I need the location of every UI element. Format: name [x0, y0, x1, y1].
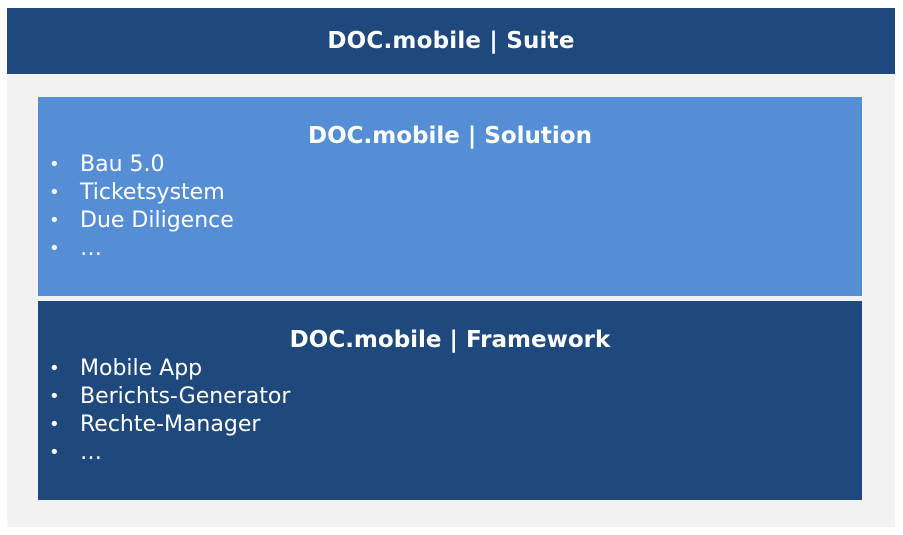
list-item: • Berichts-Generator	[38, 383, 290, 411]
list-item-label: Ticketsystem	[80, 180, 225, 205]
list-item-label: …	[80, 236, 102, 261]
list-item-label: …	[80, 440, 102, 465]
bullet-icon: •	[49, 386, 60, 407]
list-item-label: Bau 5.0	[80, 152, 165, 177]
list-item-label: Rechte-Manager	[80, 412, 261, 437]
bullet-icon: •	[49, 182, 60, 203]
list-item: • Ticketsystem	[38, 179, 234, 207]
list-item: • Rechte-Manager	[38, 411, 290, 439]
list-item: • Bau 5.0	[38, 151, 234, 179]
framework-list: • Mobile App • Berichts-Generator • Rechte-…	[38, 355, 290, 467]
list-item: •…	[38, 235, 234, 263]
bullet-icon: •	[49, 358, 60, 379]
list-item-label: Berichts-Generator	[80, 384, 291, 409]
list-item-label: Mobile App	[80, 356, 203, 381]
solution-title: DOC.mobile | Solution	[308, 123, 592, 149]
list-item-label: Due Diligence	[80, 208, 234, 233]
solution-box: DOC.mobile | Solution • Bau 5.0 • Ticketsy…	[38, 97, 862, 296]
list-item: • Mobile App	[38, 355, 290, 383]
suite-header: DOC.mobile | Suite	[7, 8, 895, 74]
framework-box: DOC.mobile | Framework • Mobile App • Beri…	[38, 301, 862, 500]
suite-container: DOC.mobile | Suite DOC.mobile | Solution…	[7, 8, 895, 527]
list-item: • Due Diligence	[38, 207, 234, 235]
suite-title: DOC.mobile | Suite	[327, 28, 575, 54]
bullet-icon: •	[49, 414, 60, 435]
solution-list: •Bau 5.0 •Ticketsystem •Due Diligence •…	[38, 151, 234, 263]
list-item: •…	[38, 439, 290, 467]
framework-title: DOC.mobile | Framework	[289, 327, 611, 353]
bullet-icon: •	[49, 238, 60, 259]
bullet-icon: •	[49, 210, 60, 231]
bullet-icon: •	[49, 154, 60, 175]
bullet-icon: •	[49, 442, 60, 463]
